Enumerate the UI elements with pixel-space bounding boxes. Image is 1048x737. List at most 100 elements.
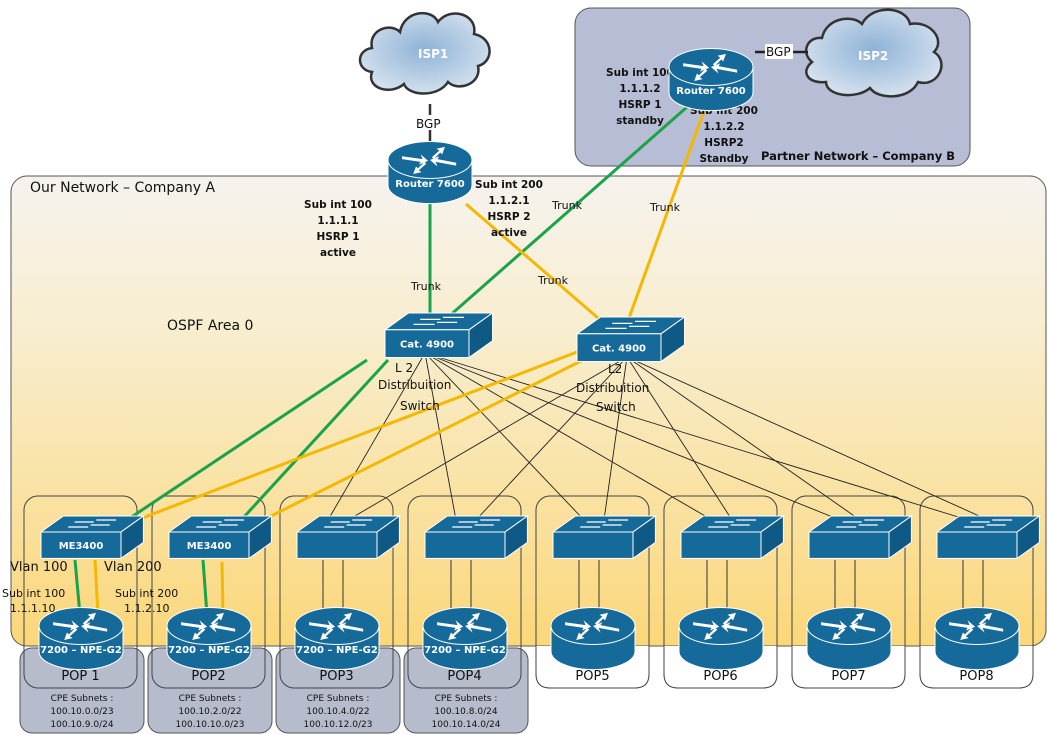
svg-text:standby: standby — [616, 115, 664, 127]
router-arrows-icon — [402, 146, 457, 174]
bgp1-label: BGP — [416, 117, 441, 131]
router-arrows-icon — [821, 612, 876, 640]
isp2-cloud: ISP2 — [804, 8, 943, 98]
vlan200-link — [627, 99, 710, 319]
pop-3-switch[interactable] — [295, 515, 401, 560]
dist-a-description: L 2 Distribuition Switch — [378, 361, 451, 413]
pop-label: POP 1 — [61, 669, 99, 684]
pop-7-router[interactable] — [806, 607, 892, 671]
svg-text:Sub int 100: Sub int 100 — [2, 587, 65, 600]
svg-text:HSRP 2: HSRP 2 — [487, 211, 530, 223]
pop-5-switch[interactable] — [551, 515, 657, 560]
pop-label: POP8 — [959, 669, 993, 684]
switch-label: ME3400 — [59, 541, 104, 552]
vlan200-link — [136, 350, 578, 522]
svg-text:1.1.1.2: 1.1.1.2 — [619, 83, 660, 95]
pop-2-router[interactable]: 7200 – NPE-G2 — [166, 607, 252, 671]
core-router-b[interactable]: Router 7600 — [668, 48, 754, 112]
switch-label: Cat. 4900 — [400, 340, 454, 351]
svg-text:L2: L2 — [608, 362, 622, 376]
pop-label: POP4 — [447, 669, 481, 684]
dist-a-pop-link — [424, 352, 457, 521]
vlan200-link — [465, 202, 599, 320]
cpe-subnet: 100.10.0.0/23 — [50, 707, 113, 717]
switch-arrows-icon — [605, 320, 656, 330]
switch-label: ME3400 — [187, 541, 232, 552]
svg-text:Distribuition: Distribuition — [576, 381, 649, 395]
router-arrows-icon — [181, 612, 236, 640]
dist-a-pop-link — [424, 352, 969, 521]
vlan100-link — [241, 358, 390, 520]
svg-text:Vlan 200: Vlan 200 — [104, 560, 162, 575]
distribution-switch-b[interactable]: Cat. 4900 — [575, 316, 687, 363]
switch-arrows-icon — [196, 519, 245, 528]
svg-text:Distribuition: Distribuition — [378, 378, 451, 392]
dist-a-pop-link — [424, 352, 585, 521]
pop-6-switch[interactable] — [679, 515, 785, 560]
cpe-subnet: 100.10.12.0/23 — [304, 720, 373, 730]
pop-2-switch[interactable]: ME3400 — [167, 515, 273, 560]
svg-text:1.1.1.10: 1.1.1.10 — [10, 602, 55, 615]
switch-arrows-icon — [580, 519, 629, 528]
cpe-title: CPE Subnets : — [179, 694, 242, 704]
dist-b-pop-link — [626, 356, 989, 521]
pop-1-router[interactable]: 7200 – NPE-G2 — [38, 607, 124, 671]
router-arrows-icon — [683, 53, 738, 81]
pop-label: POP3 — [319, 669, 353, 684]
svg-text:Sub int 100: Sub int 100 — [304, 199, 372, 211]
router-label: Router 7600 — [676, 86, 746, 97]
switch-arrows-icon — [68, 519, 117, 528]
isp1-label: ISP1 — [418, 47, 448, 61]
router-label: 7200 – NPE-G2 — [40, 645, 122, 656]
isp2-label: ISP2 — [858, 49, 888, 63]
pop-3-router[interactable]: 7200 – NPE-G2 — [294, 607, 380, 671]
trunk-label-1: Trunk — [410, 280, 442, 293]
switch-arrows-icon — [413, 316, 464, 326]
svg-text:1.1.2.1: 1.1.2.1 — [488, 195, 529, 207]
cpe-title: CPE Subnets : — [435, 694, 498, 704]
dist-b-pop-link — [475, 356, 628, 521]
cpe-title: CPE Subnets : — [51, 694, 114, 704]
switch-arrows-icon — [324, 519, 373, 528]
svg-text:active: active — [320, 247, 356, 259]
company-a-label: Our Network – Company A — [30, 180, 216, 196]
vlan200-link — [262, 358, 584, 522]
dist-b-pop-link — [626, 356, 733, 521]
dist-a-pop-link — [424, 352, 841, 521]
distribution-switch-a[interactable]: Cat. 4900 — [383, 312, 495, 359]
switch-arrows-icon — [708, 519, 757, 528]
pop-label: POP2 — [191, 669, 225, 684]
pop-7-switch[interactable] — [807, 515, 913, 560]
pop-4-box — [407, 495, 522, 689]
pop-6-router[interactable] — [678, 607, 764, 671]
core-router-a[interactable]: Router 7600 — [387, 141, 473, 205]
pop-4-switch[interactable] — [423, 515, 529, 560]
pop-4-router[interactable]: 7200 – NPE-G2 — [422, 607, 508, 671]
switch-label: Cat. 4900 — [592, 344, 646, 355]
vlan100-link — [73, 559, 82, 616]
pop-8-switch[interactable] — [935, 515, 1041, 560]
pop-1-switch[interactable]: ME3400 — [39, 515, 145, 560]
cpe-subnet: 100.10.10.0/23 — [176, 720, 245, 730]
router-label: 7200 – NPE-G2 — [168, 645, 250, 656]
bgp2-label: BGP — [766, 45, 791, 59]
router-arrows-icon — [437, 612, 492, 640]
trunk-label-4: Trunk — [649, 201, 681, 214]
core-a-sub200-annotation: Sub int 200 1.1.2.1 HSRP 2 active — [475, 179, 543, 239]
svg-text:active: active — [491, 227, 527, 239]
pop-5-router[interactable] — [550, 607, 636, 671]
ospf-area-label: OSPF Area 0 — [167, 318, 253, 334]
pop1-annotations: Vlan 100 Vlan 200 Sub int 100 1.1.1.10 S… — [2, 560, 178, 615]
pop-label: POP7 — [831, 669, 865, 684]
pop-1-box — [23, 495, 138, 689]
dist-b-pop-link — [626, 356, 861, 521]
pop-8-router[interactable] — [934, 607, 1020, 671]
router-arrows-icon — [309, 612, 364, 640]
dist-a-pop-link — [327, 352, 426, 521]
router-label: 7200 – NPE-G2 — [424, 645, 506, 656]
svg-text:Sub int 200: Sub int 200 — [115, 587, 178, 600]
trunk-label-2: Trunk — [537, 274, 569, 287]
trunk-label-3: Trunk — [551, 199, 583, 212]
svg-text:HSRP2: HSRP2 — [704, 137, 743, 149]
